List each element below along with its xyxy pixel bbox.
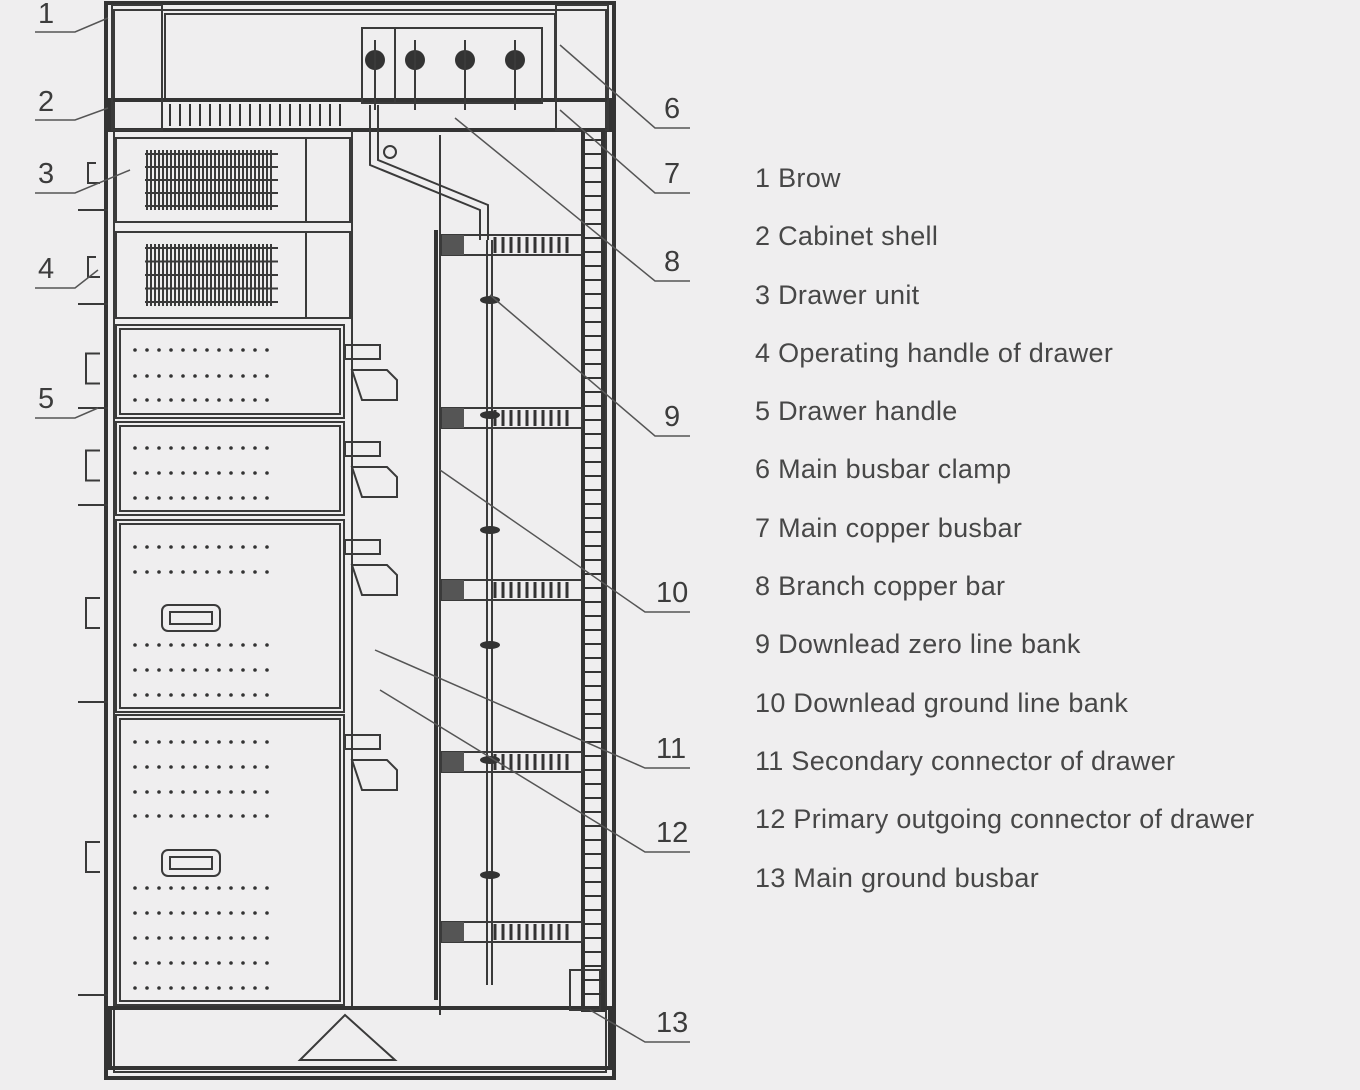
cabinet-shell [104, 1, 616, 1080]
branch-copper-bar [441, 921, 583, 943]
legend-item: 8 Branch copper bar [755, 571, 1006, 602]
secondary-connector [344, 734, 381, 750]
legend-item: 4 Operating handle of drawer [755, 337, 1114, 368]
operating-handle [78, 256, 108, 305]
legend-item: 5 Drawer handle [755, 396, 958, 427]
leader-lines [35, 17, 690, 1043]
primary-connector [350, 369, 398, 401]
primary-connector [350, 564, 398, 596]
callout-12: 12 [656, 817, 689, 849]
branch-copper-bar [441, 751, 583, 773]
callout-1: 1 [38, 0, 55, 30]
branch-copper-bar [441, 579, 583, 601]
drawer-handle [78, 352, 108, 409]
main-busbar-clamp [361, 27, 543, 104]
callout-6: 6 [664, 93, 681, 125]
callout-11: 11 [656, 733, 687, 765]
legend-item: 3 Drawer unit [755, 279, 920, 310]
legend-item: 7 Main copper busbar [755, 512, 1023, 543]
drawer-handle [78, 449, 108, 506]
drawer-unit [78, 137, 351, 223]
branch-copper-bar [441, 407, 583, 429]
drawer-unit [78, 714, 398, 1006]
callout-2: 2 [38, 86, 55, 118]
legend-item: 12 Primary outgoing connector of drawer [755, 804, 1255, 835]
callout-13: 13 [656, 1007, 689, 1039]
branch-copper-bar [441, 234, 583, 256]
legend: 1 Brow 2 Cabinet shell 3 Drawer unit 4 O… [755, 160, 1254, 918]
drawer-unit [78, 324, 398, 419]
legend-item: 10 Downlead ground line bank [755, 687, 1129, 718]
drawer-unit [78, 231, 351, 319]
primary-connector [350, 759, 398, 791]
callout-3: 3 [38, 158, 55, 190]
callout-10: 10 [656, 577, 689, 609]
legend-item: 11 Secondary connector of drawer [755, 745, 1176, 776]
secondary-connector [344, 441, 381, 457]
legend-item: 6 Main busbar clamp [755, 454, 1012, 485]
secondary-connector [344, 344, 381, 360]
secondary-connector [344, 539, 381, 555]
legend-item: 2 Cabinet shell [755, 221, 939, 252]
drawer-handle [78, 597, 108, 703]
drawer-unit [78, 519, 398, 713]
primary-connector [350, 466, 398, 498]
callout-7: 7 [664, 158, 681, 190]
callout-4: 4 [38, 253, 55, 285]
drawer-unit [78, 421, 398, 516]
legend-item: 1 Brow [755, 163, 841, 193]
callout-8: 8 [664, 246, 681, 278]
legend-item: 13 Main ground busbar [755, 862, 1039, 893]
callout-9: 9 [664, 401, 681, 433]
callout-5: 5 [38, 383, 55, 415]
drawer-handle [78, 841, 108, 996]
legend-item: 9 Downlead zero line bank [755, 629, 1081, 660]
operating-handle [78, 162, 108, 211]
